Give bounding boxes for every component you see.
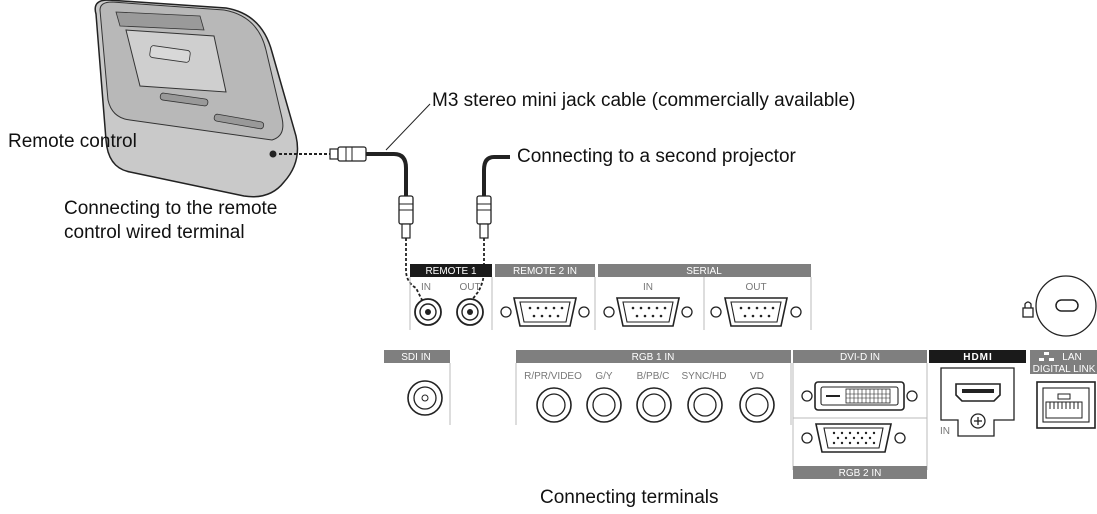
rgb1-rca-port	[586, 387, 622, 423]
lan-title: LAN	[1062, 352, 1081, 363]
serial-in-label: IN	[643, 282, 653, 293]
connecting-terminals-caption: Connecting terminals	[540, 487, 719, 508]
dvi-group: DVI-D IN RGB	[792, 350, 928, 479]
remote2-title: REMOTE 2 IN	[513, 266, 577, 277]
remote1-in-jack	[414, 298, 442, 326]
lan-group: LAN DIGITAL LINK	[1030, 350, 1097, 429]
rgb1-port-label: SYNC/HD	[681, 371, 726, 382]
dvi-d-port	[801, 381, 918, 411]
mini-plug-remote1-in	[398, 195, 414, 239]
mini-plug-remote1-out	[476, 195, 492, 239]
serial-out-port	[710, 297, 802, 327]
hdmi-screw-icon	[970, 413, 986, 429]
serial-title: SERIAL	[686, 266, 722, 277]
cable-label: M3 stereo mini jack cable (commercially …	[432, 90, 856, 111]
remote1-out-jack	[456, 298, 484, 326]
hdmi-port	[955, 383, 1001, 402]
cables	[279, 103, 510, 301]
serial-out-label: OUT	[745, 282, 766, 293]
mini-plug-left	[329, 146, 367, 162]
hdmi-in-label: IN	[940, 426, 950, 437]
security-lock	[1022, 275, 1097, 337]
second-projector-label: Connecting to a second projector	[517, 146, 796, 167]
rgb1-port-label: R/PR/VIDEO	[524, 371, 582, 382]
remote-control-label: Remote control	[8, 131, 137, 152]
remote1-in-label: IN	[421, 282, 431, 293]
remote1-group: REMOTE 1 IN OUT	[409, 264, 493, 330]
kensington-lock-icon	[1022, 301, 1034, 318]
rgb1-rca-port	[687, 387, 723, 423]
lan-sub-title: DIGITAL LINK	[1033, 364, 1096, 375]
remote2-group: REMOTE 2 IN	[495, 264, 596, 330]
remote-control-illustration	[94, 0, 299, 198]
remote1-title: REMOTE 1	[425, 266, 477, 277]
wired-terminal-label: Connecting to the remote control wired t…	[64, 198, 278, 243]
hdmi-group: HDMI IN	[929, 350, 1026, 437]
rgb1-group: RGB 1 IN R/PR/VIDEO G/Y B/PB/C SYNC/HD V…	[515, 350, 792, 425]
remote1-out-label: OUT	[459, 282, 480, 293]
dvi-title: DVI-D IN	[840, 352, 880, 363]
remote2-dsub-port	[500, 297, 590, 327]
network-icon	[1039, 352, 1054, 361]
rgb1-port-label: G/Y	[595, 371, 613, 382]
remote-wired-jack	[269, 150, 277, 158]
rgb2-vga-port	[801, 423, 906, 453]
serial-in-port	[603, 297, 693, 327]
sdi-title: SDI IN	[401, 352, 430, 363]
lan-rj45-port	[1036, 381, 1096, 429]
rgb1-port-label: B/PB/C	[637, 371, 670, 382]
hdmi-title: HDMI	[963, 352, 993, 363]
rgb1-rca-port	[536, 387, 572, 423]
serial-group: SERIAL IN OUT	[598, 264, 812, 330]
rgb1-rca-port	[739, 387, 775, 423]
rgb1-rca-port	[636, 387, 672, 423]
rgb2-title: RGB 2 IN	[839, 468, 882, 479]
sdi-bnc-port	[407, 380, 443, 416]
rgb1-title: RGB 1 IN	[632, 352, 675, 363]
rgb1-port-label: VD	[750, 371, 764, 382]
sdi-group: SDI IN	[384, 350, 451, 425]
